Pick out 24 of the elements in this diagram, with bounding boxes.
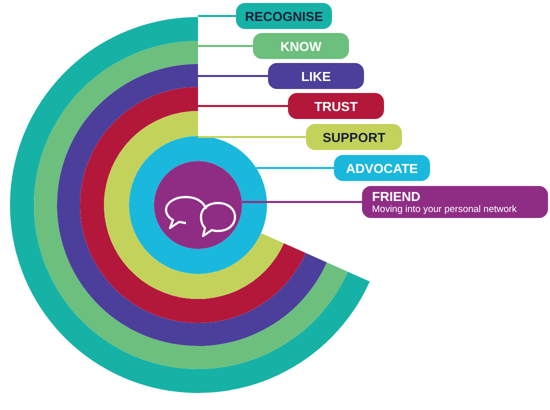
stage-label: KNOW bbox=[280, 38, 322, 54]
label-pill bbox=[334, 155, 430, 181]
ring-band bbox=[80, 87, 306, 323]
leader-line bbox=[198, 105, 288, 107]
leader-line bbox=[198, 15, 236, 17]
label-pill bbox=[253, 33, 349, 59]
leader-line bbox=[198, 45, 253, 47]
stage-description: Moving into your personal network bbox=[372, 204, 518, 215]
label-pill bbox=[288, 93, 384, 119]
stage-label: TRUST bbox=[314, 98, 358, 114]
label-pill bbox=[268, 63, 364, 89]
stage-label: SUPPORT bbox=[322, 130, 386, 144]
label-pill bbox=[306, 124, 402, 150]
ring-band bbox=[104, 111, 284, 299]
leader-line bbox=[198, 136, 306, 138]
stage-label: ADVOCATE bbox=[346, 160, 418, 176]
leader-line bbox=[242, 201, 362, 203]
stage-label: RECOGNISE bbox=[244, 8, 323, 24]
label-pill bbox=[236, 3, 332, 29]
stage-label: FRIEND bbox=[372, 189, 422, 204]
label-pill bbox=[362, 186, 548, 218]
leader-line bbox=[198, 75, 268, 77]
stage-label: LIKE bbox=[301, 68, 331, 84]
leader-line bbox=[256, 167, 334, 169]
